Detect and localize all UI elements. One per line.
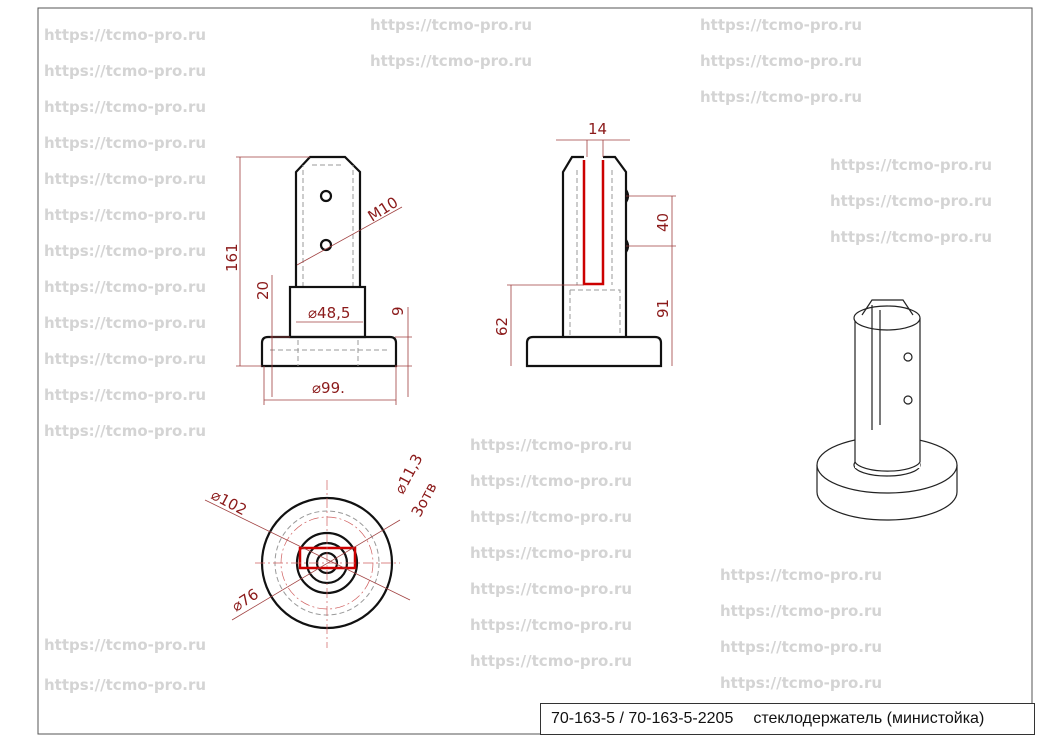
watermark-text: https://tcmo-pro.ru [470, 508, 632, 526]
screw-icon [903, 395, 913, 405]
screw-icon [903, 352, 913, 362]
watermark-text: https://tcmo-pro.ru [720, 674, 882, 692]
watermark-text: https://tcmo-pro.ru [700, 88, 862, 106]
watermark-text: https://tcmo-pro.ru [44, 242, 206, 260]
watermark-text: https://tcmo-pro.ru [44, 170, 206, 188]
watermark-text: https://tcmo-pro.ru [830, 228, 992, 246]
watermark-text: https://tcmo-pro.ru [44, 98, 206, 116]
isometric-view [816, 299, 958, 521]
watermark-text: https://tcmo-pro.ru [720, 638, 882, 656]
front-view: 161 20 ⌀48,5 M10 9 ⌀99. [223, 155, 412, 405]
watermark-text: https://tcmo-pro.ru [44, 206, 206, 224]
watermark-text: https://tcmo-pro.ru [720, 566, 882, 584]
part-numbers: 70-163-5 / 70-163-5-2205 [551, 710, 734, 727]
watermark-text: https://tcmo-pro.ru [830, 156, 992, 174]
dim-outer-diameter: ⌀102 [208, 486, 250, 520]
dim-step: 20 [254, 281, 272, 300]
watermark-text: https://tcmo-pro.ru [44, 422, 206, 440]
watermark-text: https://tcmo-pro.ru [470, 652, 632, 670]
dim-shaft-diameter: ⌀48,5 [308, 304, 350, 322]
watermark-text: https://tcmo-pro.ru [720, 602, 882, 620]
thread-hole-icon [319, 238, 333, 252]
watermark-text: https://tcmo-pro.ru [470, 436, 632, 454]
dim-slot-depth: 62 [493, 317, 511, 336]
watermark-text: https://tcmo-pro.ru [44, 278, 206, 296]
watermark-text: https://tcmo-pro.ru [700, 52, 862, 70]
title-block: 70-163-5 / 70-163-5-2205 стеклодержатель… [540, 703, 1035, 735]
watermark-text: https://tcmo-pro.ru [44, 350, 206, 368]
glass-slot [582, 160, 605, 286]
watermark-text: https://tcmo-pro.ru [44, 636, 206, 654]
drawing-frame [37, 7, 1033, 735]
watermark-text: https://tcmo-pro.ru [44, 62, 206, 80]
watermark-text: https://tcmo-pro.ru [44, 26, 206, 44]
watermark-text: https://tcmo-pro.ru [370, 16, 532, 34]
watermark-text: https://tcmo-pro.ru [44, 676, 206, 694]
watermark-text: https://tcmo-pro.ru [700, 16, 862, 34]
top-view: ⌀102 ⌀76 ⌀11,3 3отв [204, 451, 441, 648]
dim-height: 161 [223, 243, 241, 272]
dim-base-height: 9 [389, 306, 407, 316]
watermark-text: https://tcmo-pro.ru [470, 616, 632, 634]
dim-bolt-circle: ⌀76 [228, 585, 261, 615]
watermark-text: https://tcmo-pro.ru [830, 192, 992, 210]
dim-hole-spacing: 40 [654, 213, 672, 232]
watermark-text: https://tcmo-pro.ru [370, 52, 532, 70]
watermark-text: https://tcmo-pro.ru [44, 386, 206, 404]
watermark-text: https://tcmo-pro.ru [470, 544, 632, 562]
dim-thread: M10 [365, 193, 402, 225]
watermark-text: https://tcmo-pro.ru [470, 472, 632, 490]
dim-hole-height: 91 [654, 299, 672, 318]
part-name: стеклодержатель (министойка) [753, 710, 985, 727]
dim-base-diameter: ⌀99. [312, 379, 345, 397]
dim-slot-width: 14 [588, 120, 607, 138]
side-view: 14 40 91 62 [493, 120, 676, 368]
watermark-text: https://tcmo-pro.ru [44, 314, 206, 332]
watermark-text: https://tcmo-pro.ru [44, 134, 206, 152]
watermark-layer: https://tcmo-pro.ru https://tcmo-pro.ru ht… [44, 16, 992, 694]
thread-hole-icon [319, 189, 333, 203]
watermark-text: https://tcmo-pro.ru [470, 580, 632, 598]
